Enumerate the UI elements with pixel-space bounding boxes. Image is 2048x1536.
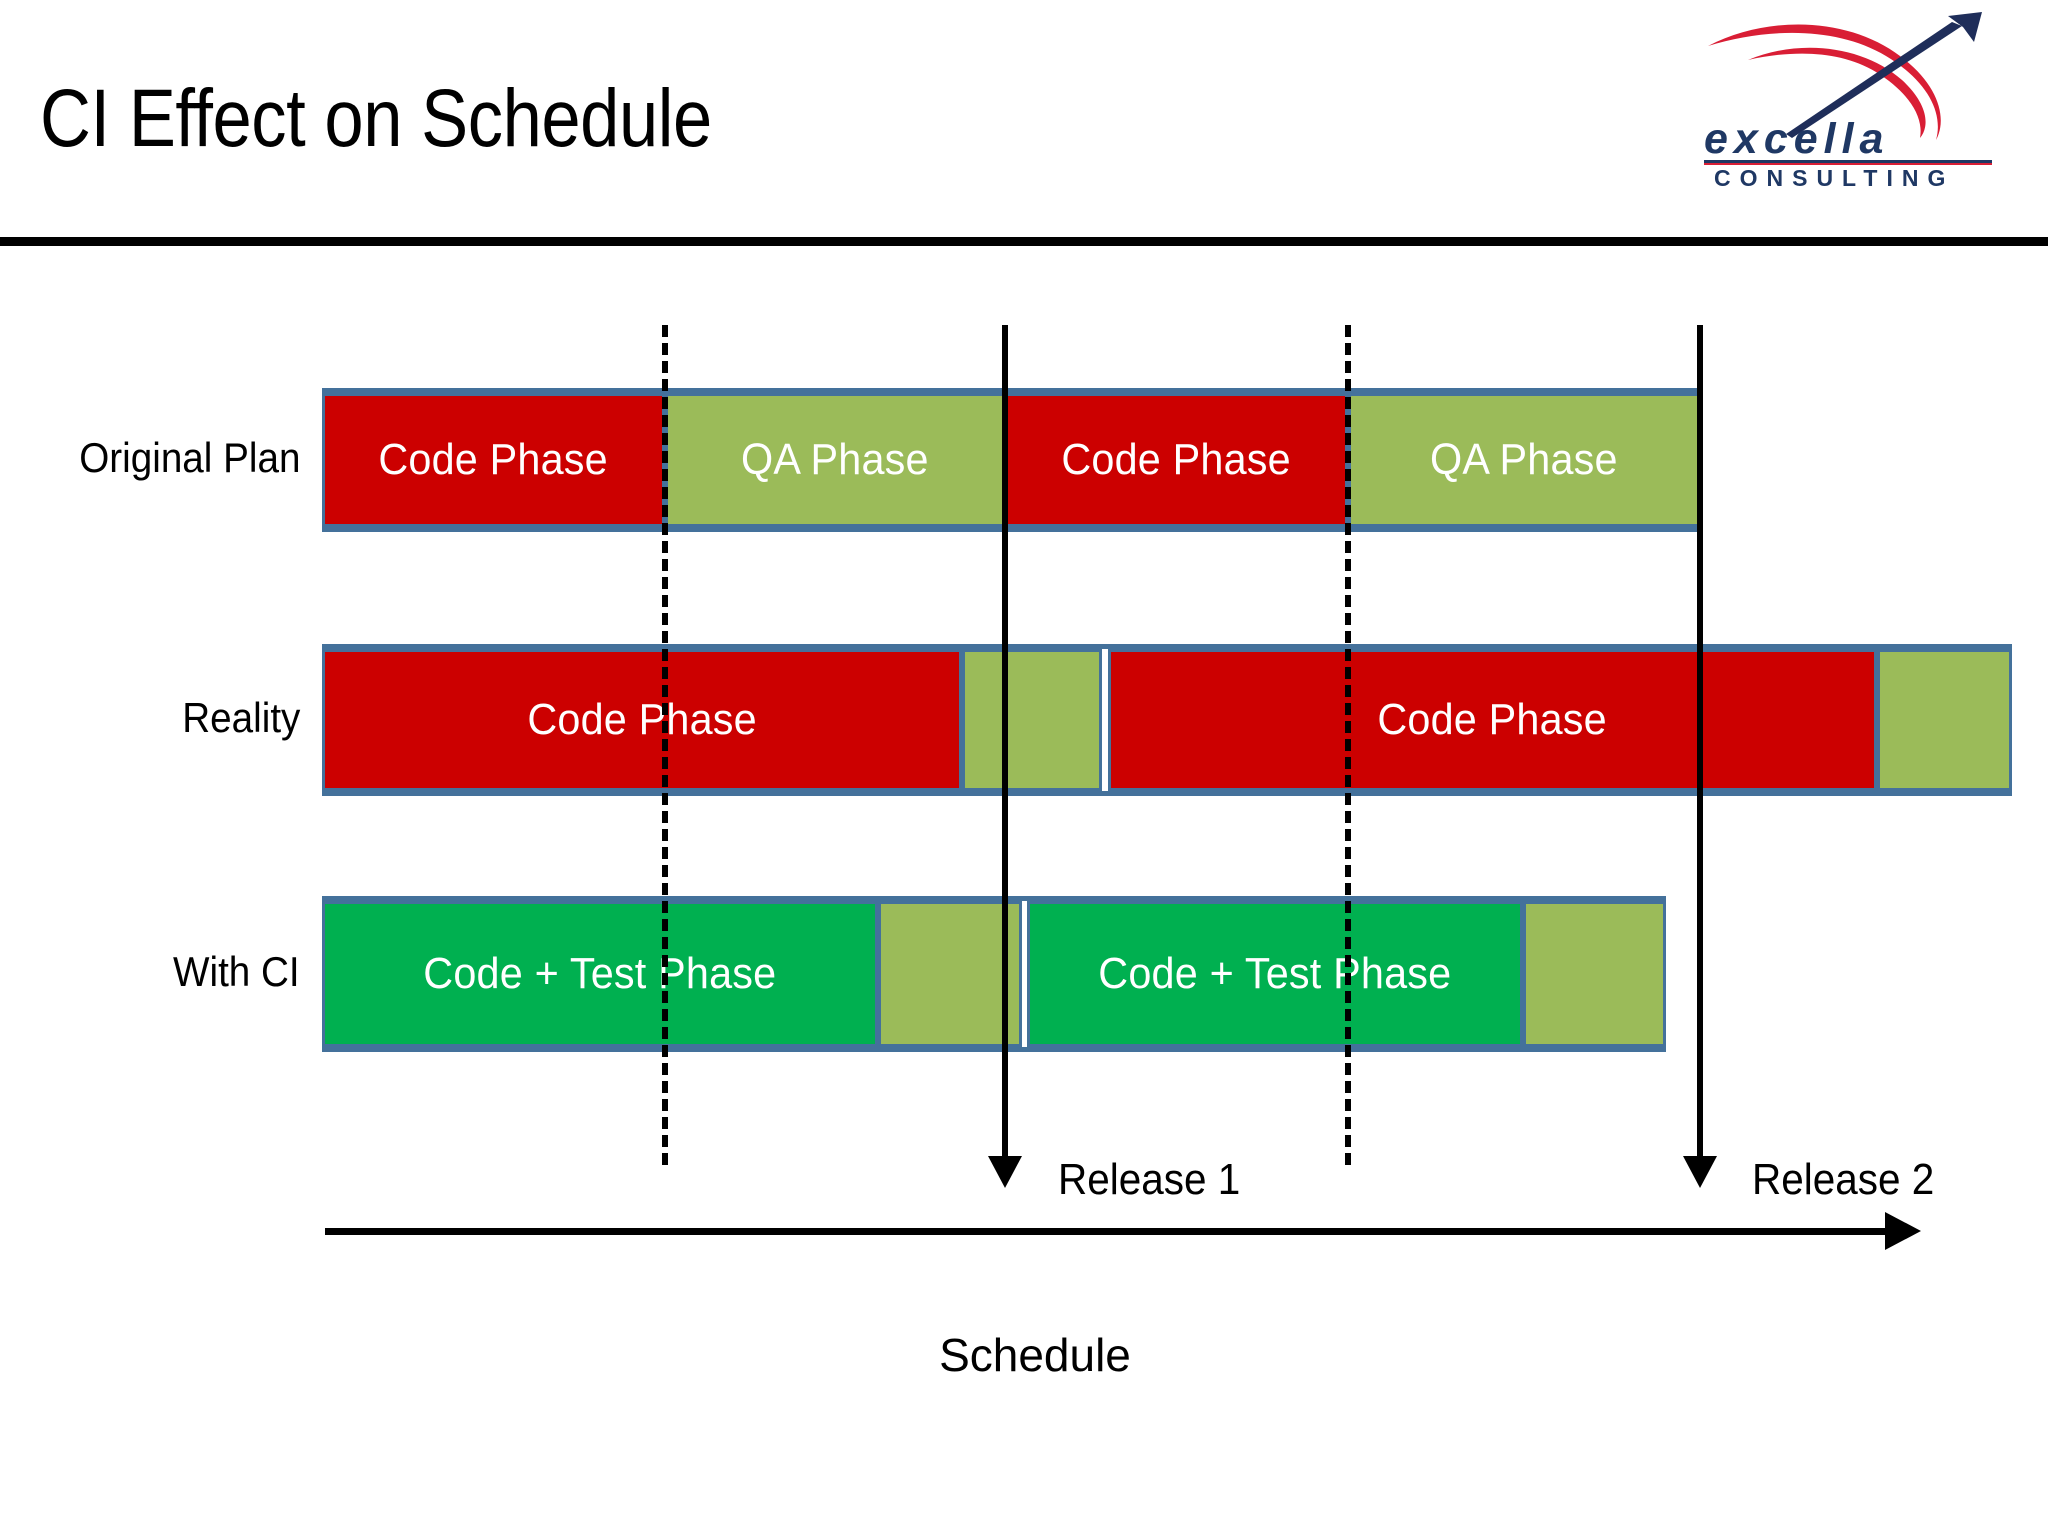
bar-segment-label: Code Phase: [1061, 435, 1292, 484]
bar-segment-qa: QA Phase: [665, 393, 1005, 527]
axis-caption: Schedule: [939, 1329, 1131, 1381]
logo-tagline: CONSULTING: [1714, 165, 1954, 188]
release-label-1: Release 1: [1058, 1155, 1241, 1204]
bar-segment-code-test: Code + Test Phase: [322, 901, 878, 1047]
page-title: CI Effect on Schedule: [40, 73, 712, 164]
logo-rule: [1704, 160, 1992, 163]
marker-arrowhead-release-2: [1683, 1156, 1717, 1188]
time-axis-arrowhead-icon: [1885, 1212, 1921, 1250]
bar-segment-code-test: Code + Test Phase: [1027, 901, 1523, 1047]
excella-consulting-logo: excella CONSULTING: [1700, 8, 2032, 188]
bar-segment-code: Code Phase: [1005, 393, 1348, 527]
bar-segment-qa: QA Phase: [1348, 393, 1700, 527]
release-label-2: Release 2: [1752, 1155, 1935, 1204]
bar-segment-label: QA Phase: [741, 435, 929, 484]
bar-segment-code: Code Phase: [322, 649, 962, 791]
bar-segment-code: Code Phase: [1108, 649, 1877, 791]
swoosh-outer-icon: [1708, 24, 1941, 141]
row-label-original-plan: Original Plan: [78, 434, 300, 481]
row-label-with-ci: With CI: [173, 948, 300, 995]
marker-line-release-2: [1697, 325, 1703, 1160]
bar-segment-label: QA Phase: [1430, 435, 1618, 484]
logo-wordmark: excella: [1704, 115, 1889, 163]
arrow-shaft-icon: [1786, 22, 1962, 138]
bar-segment-qa: [962, 649, 1102, 791]
bar-segment-label: Code + Test Phase: [423, 949, 777, 998]
bar-segment-qa: [878, 901, 1022, 1047]
marker-arrowhead-release-1: [988, 1156, 1022, 1188]
row-label-reality: Reality: [181, 694, 300, 741]
bar-segment-code: Code Phase: [322, 393, 665, 527]
bar-segment-qa: [1523, 901, 1666, 1047]
header-divider: [0, 237, 2048, 246]
bar-segment-label: Code Phase: [527, 695, 757, 744]
bar-segment-label: Code Phase: [1377, 695, 1608, 744]
logo-rule-accent: [1704, 163, 1992, 165]
time-axis-line: [325, 1228, 1885, 1235]
arrow-head-icon: [1948, 12, 1982, 42]
bar-segment-label: Code Phase: [378, 435, 609, 484]
marker-line-release-1: [1002, 325, 1008, 1160]
bar-segment-qa: [1877, 649, 2012, 791]
marker-line-plan-code-qa-boundary-2: [1345, 325, 1351, 1165]
bar-segment-label: Code + Test Phase: [1098, 949, 1452, 998]
marker-line-plan-code-qa-boundary-1: [662, 325, 668, 1165]
